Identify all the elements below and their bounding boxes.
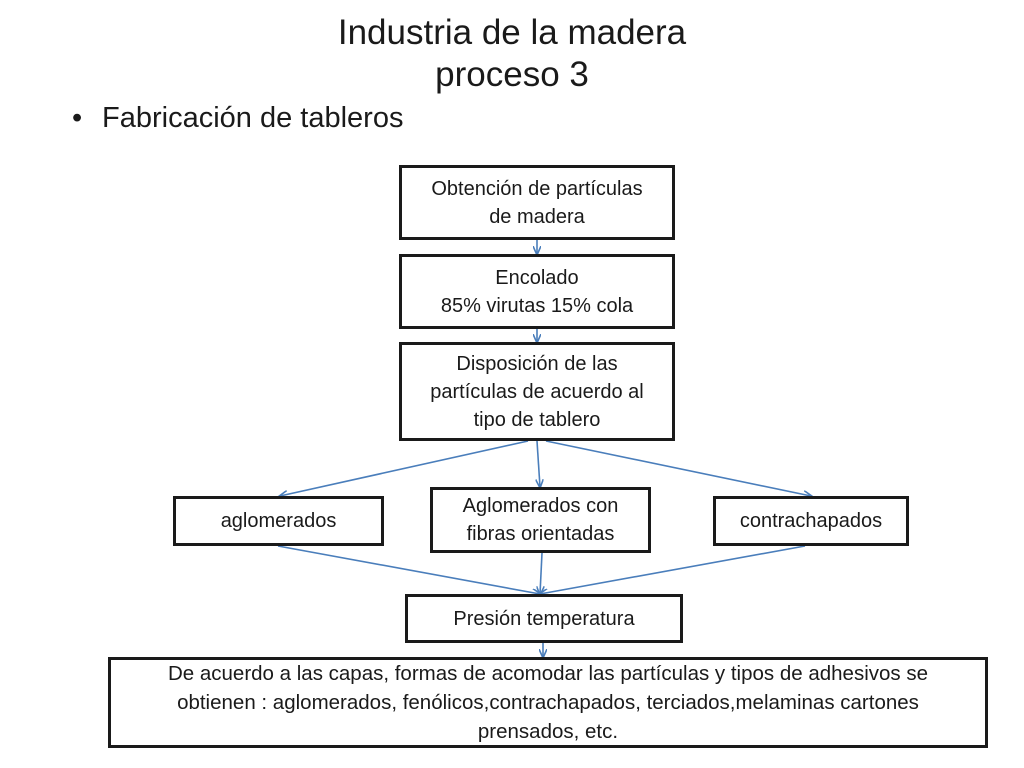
node-disposicion-line-2: partículas de acuerdo al [430, 380, 644, 403]
node-presion-temperatura: Presión temperatura [405, 594, 683, 643]
node-aglomerados-fibras-orientadas: Aglomerados con fibras orientadas [430, 487, 651, 553]
bullet-item: • Fabricación de tableros [72, 100, 403, 136]
node-disposicion-line-3: tipo de tablero [473, 408, 601, 431]
node-encolado: Encolado 85% virutas 15% cola [399, 254, 675, 329]
node-encolado-line-1: Encolado [495, 266, 579, 289]
arrow-contrachapados-to-presion [540, 545, 806, 594]
node-resultado-line-2: obtienen : aglomerados, fenólicos,contra… [177, 691, 919, 714]
node-contrachapados-label: contrachapados [739, 510, 883, 532]
node-fibras-line-2: fibras orientadas [466, 523, 615, 545]
node-disposicion-line-1: Disposición de las [456, 352, 618, 375]
slide-title: Industria de la madera proceso 3 [212, 12, 812, 96]
slide-title-line-1: Industria de la madera [337, 13, 687, 52]
node-aglomerados-label: aglomerados [220, 510, 337, 532]
node-contrachapados: contrachapados [713, 496, 909, 546]
node-obtencion-line-1: Obtención de partículas [431, 177, 643, 200]
node-resultado-line-1: De acuerdo a las capas, formas de acomod… [167, 662, 929, 685]
node-resultado-line-3: prensados, etc. [477, 720, 619, 743]
node-obtencion-particulas: Obtención de partículas de madera [399, 165, 675, 240]
node-resultado: De acuerdo a las capas, formas de acomod… [108, 657, 988, 748]
slide-title-line-2: proceso 3 [435, 55, 589, 94]
bullet-dot-icon: • [72, 102, 83, 134]
node-encolado-line-2: 85% virutas 15% cola [440, 294, 634, 317]
arrow-aglomerados-to-presion [277, 545, 540, 594]
arrow-disposicion-to-fibras [537, 440, 540, 487]
bullet-text: Fabricación de tableros [102, 102, 404, 134]
node-obtencion-line-2: de madera [489, 205, 585, 228]
node-disposicion-particulas: Disposición de las partículas de acuerdo… [399, 342, 675, 441]
node-fibras-line-1: Aglomerados con [462, 495, 619, 517]
arrow-fibras-to-presion [540, 552, 542, 594]
node-aglomerados: aglomerados [173, 496, 384, 546]
node-presion-label: Presión temperatura [453, 607, 635, 630]
